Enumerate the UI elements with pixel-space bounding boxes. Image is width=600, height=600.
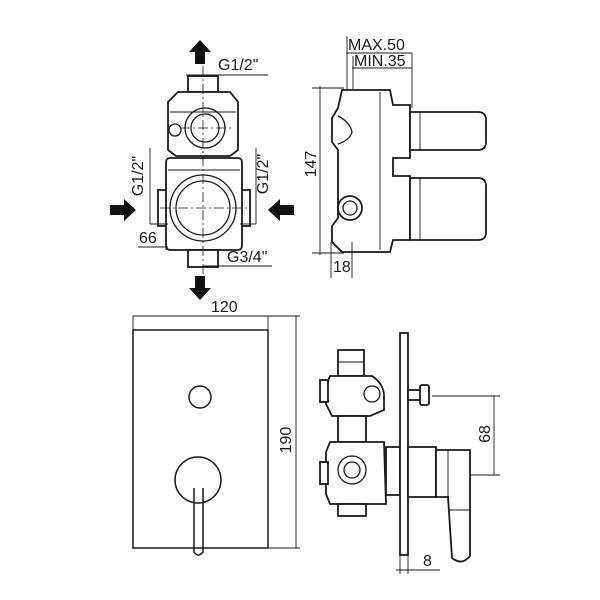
- side-body: [331, 89, 411, 253]
- assembly-cartridge-flange: [385, 446, 401, 496]
- assembly-mid-column: [337, 415, 367, 443]
- right-inlet-label: G1/2": [255, 154, 272, 194]
- assembly-upper-chamber: [325, 375, 385, 417]
- bottom-outlet-label: G3/4": [227, 249, 267, 266]
- plate-height-label: 190: [278, 427, 295, 454]
- assembly-rosette: [407, 446, 437, 498]
- pipe-dim-label: 18: [333, 259, 351, 276]
- side-inlet-inner: [342, 200, 358, 216]
- arrow-right-icon: [110, 199, 136, 221]
- plate-front-view: 120 190: [132, 299, 300, 556]
- assembly-inlet-outer: [337, 455, 367, 485]
- upper-stem: [409, 111, 487, 151]
- arrow-up-icon: [189, 40, 211, 64]
- assembly-diverter-cap: [419, 384, 430, 406]
- diverter-button: [188, 385, 212, 409]
- assembly-left-tab-lower: [319, 461, 329, 485]
- assembly-left-tab: [319, 379, 329, 403]
- offset-dim-label: 66: [139, 230, 157, 247]
- lower-chamber: [165, 157, 243, 251]
- top-outlet-label: G1/2": [218, 57, 258, 74]
- side-body-upper-bump: [337, 115, 353, 145]
- assembly-upper-port: [363, 385, 381, 403]
- assembly-side-view: 68 8: [319, 332, 500, 574]
- assembly-top-pipe: [337, 349, 365, 377]
- assembly-inlet-inner: [343, 461, 361, 479]
- arrow-left-icon: [268, 199, 294, 221]
- cover-plate: [132, 329, 269, 549]
- min-depth-label: MIN.35: [354, 53, 406, 70]
- assembly-lever: [435, 449, 471, 563]
- left-inlet-label: G1/2": [130, 156, 147, 196]
- arrow-down-icon: [189, 276, 211, 300]
- height-dim-label: 147: [303, 151, 320, 178]
- side-inlet-outer: [337, 195, 363, 221]
- fixing-screw: [168, 123, 182, 137]
- assembly-bottom-pipe: [337, 503, 367, 517]
- lever-rosette: [174, 456, 222, 504]
- valve-side-view: MAX.50 MIN.35 147 18: [303, 36, 487, 278]
- lever-handle: [193, 488, 204, 556]
- assembly-lower-chamber: [325, 441, 387, 505]
- lever-offset-label: 68: [477, 425, 494, 443]
- plate-width-label: 120: [211, 299, 238, 316]
- assembly-cover-plate: [399, 332, 409, 556]
- plate-thickness-label: 8: [423, 553, 432, 570]
- lower-stem: [409, 177, 487, 241]
- valve-front-view: G1/2" G1/2" G1/2" 66: [110, 40, 294, 300]
- max-depth-label: MAX.50: [348, 37, 405, 54]
